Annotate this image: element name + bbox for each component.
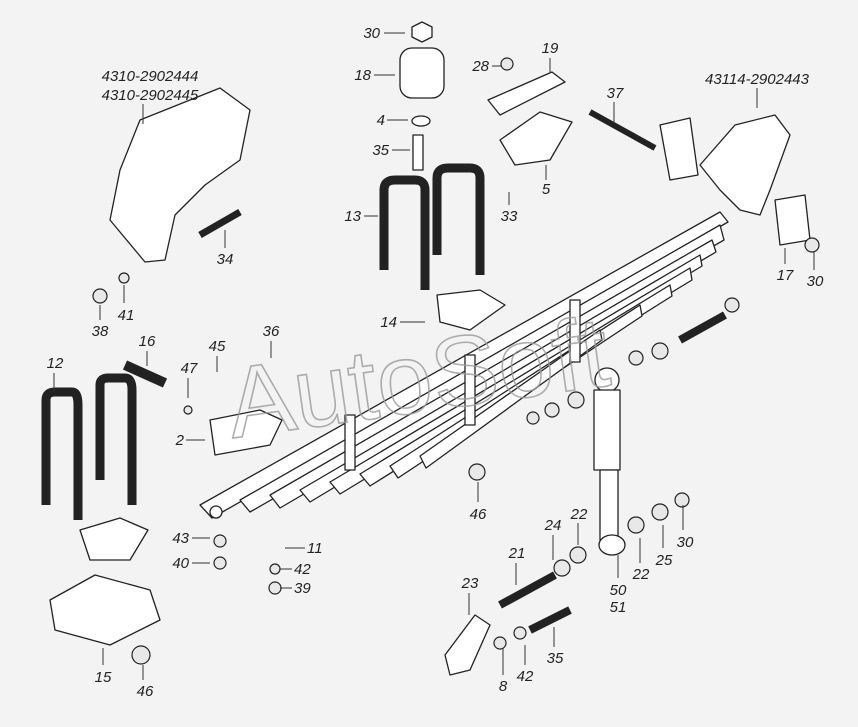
rear-bracket <box>699 114 791 216</box>
callout-39: 39 <box>294 580 311 597</box>
callout-12: 12 <box>47 355 64 372</box>
spring-pad <box>436 289 506 331</box>
callout-16: 16 <box>139 333 156 350</box>
leaf-spring-pack <box>199 211 729 519</box>
shock-bracket <box>444 614 491 676</box>
nut-icon <box>411 21 433 43</box>
spring-clamp <box>344 414 356 471</box>
callout-11: 11 <box>307 540 323 557</box>
callout-8: 8 <box>499 678 508 695</box>
callout-2: 2 <box>175 432 185 449</box>
callout-47: 47 <box>181 360 198 377</box>
callout-4310-2902445: 4310-2902445 <box>102 87 199 104</box>
front-bracket <box>109 87 251 263</box>
callout-35: 35 <box>547 650 564 667</box>
shock-absorber <box>593 367 626 556</box>
callout-35: 35 <box>372 142 389 159</box>
callout-labels: 30 18 4 35 13 28 19 37 5 33 43114-290244… <box>47 25 824 700</box>
callout-42: 42 <box>294 561 311 578</box>
callout-28: 28 <box>471 58 489 75</box>
callout-4310-2902444: 4310-2902444 <box>102 68 199 85</box>
callout-24: 24 <box>544 517 562 534</box>
callout-51: 51 <box>610 599 627 616</box>
callout-17: 17 <box>777 267 794 284</box>
callout-15: 15 <box>95 669 112 686</box>
callout-43: 43 <box>172 530 189 547</box>
callout-43114-2902443: 43114-2902443 <box>705 71 810 88</box>
rubber-buffer <box>399 47 445 99</box>
callout-30: 30 <box>363 25 380 42</box>
callout-34: 34 <box>217 251 234 268</box>
callout-5: 5 <box>542 181 551 198</box>
callout-22: 22 <box>632 566 650 583</box>
callout-46: 46 <box>470 506 487 523</box>
callout-21: 21 <box>508 545 526 562</box>
callout-22: 22 <box>570 506 588 523</box>
callout-30: 30 <box>807 273 824 290</box>
callout-14: 14 <box>380 314 397 331</box>
callout-41: 41 <box>118 307 135 324</box>
callout-33: 33 <box>501 208 518 225</box>
callout-13: 13 <box>344 208 361 225</box>
callout-42: 42 <box>517 668 534 685</box>
callout-50: 50 <box>610 582 627 599</box>
callout-36: 36 <box>263 323 280 340</box>
callout-38: 38 <box>92 323 109 340</box>
callout-40: 40 <box>172 555 189 572</box>
callout-4: 4 <box>377 112 385 129</box>
callout-46: 46 <box>137 683 154 700</box>
callout-45: 45 <box>209 338 226 355</box>
spring-clamp <box>464 354 476 426</box>
callout-30: 30 <box>677 534 694 551</box>
callout-23: 23 <box>461 575 479 592</box>
callout-19: 19 <box>542 40 559 57</box>
callout-18: 18 <box>354 67 371 84</box>
leader-lines <box>53 32 815 680</box>
callout-25: 25 <box>655 552 673 569</box>
spring-clamp <box>569 299 581 363</box>
callout-37: 37 <box>607 85 624 102</box>
